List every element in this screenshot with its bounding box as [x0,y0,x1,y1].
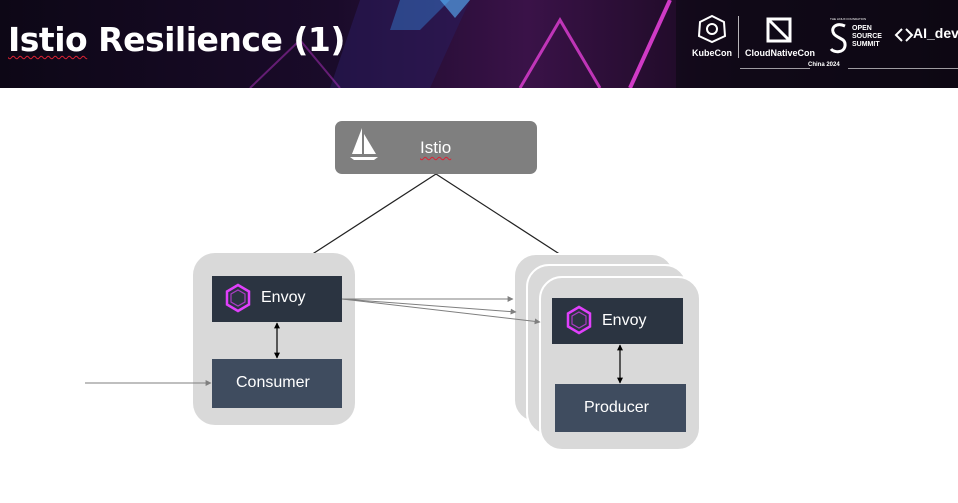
istio-label: Istio [420,138,452,157]
envoy-to-replica-1-arrow [341,298,541,325]
envoy-to-replica-2-arrow [341,298,517,315]
banner-background-art [249,0,958,88]
event-rule-left [740,68,810,69]
envoy-hexagon-icon [225,283,251,313]
cloudnativecon-logo-icon [766,17,792,43]
oss-s-logo-icon [829,23,847,54]
ai-dev-logo-text: AI_dev [913,25,958,41]
consumer-label: Consumer [236,374,310,391]
ai-dev-logo-icon [894,28,914,42]
consumer-envoy-sidecar [212,276,342,322]
kubecon-logo-icon [697,14,727,44]
istio-to-producer-link [435,173,579,267]
producer-label: Producer [584,399,649,416]
producer-app [555,384,686,432]
kubecon-logo-text: KubeCon [692,48,732,58]
istio-sail-icon [350,128,378,160]
cloudnativecon-logo-text: CloudNativeCon [745,48,816,58]
consumer-app [212,359,342,408]
logo-divider [738,16,739,58]
oss-line1: OPEN [852,25,872,32]
producer-envoy-label: Envoy [602,312,647,329]
oss-line2: SOURCE [852,33,882,40]
slide-title: Istio Resilience (1) [8,20,345,59]
event-label: China 2024 [808,62,840,68]
producer-envoy-sidecar [552,298,683,344]
event-rule-right [848,68,958,69]
oss-foundation-text: THE LINUX FOUNDATION [830,17,867,21]
envoy-hexagon-icon [566,305,592,335]
consumer-envoy-label: Envoy [261,289,306,306]
istio-control-plane [335,121,537,174]
oss-line3: SUMMIT [852,41,880,48]
header-banner: Istio Resilience (1) KubeCon CloudNative… [0,0,958,88]
